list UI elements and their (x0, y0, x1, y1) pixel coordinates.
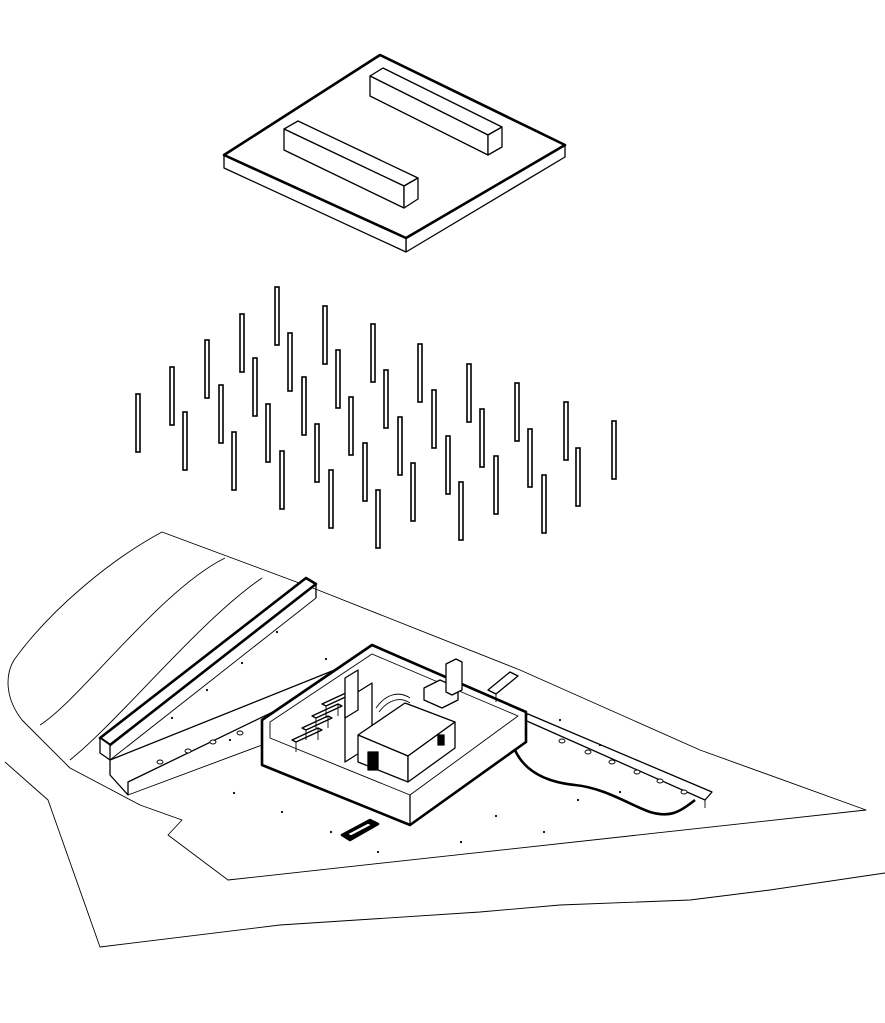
column-9 (252, 357, 258, 417)
ground-marker-5 (170, 716, 174, 720)
column-11 (466, 363, 472, 423)
column-22 (231, 431, 237, 491)
column-27 (279, 450, 285, 510)
column-24 (397, 416, 403, 476)
column-18 (265, 403, 271, 463)
chimney-stack (445, 658, 463, 696)
retaining-wall-diagonal-base (109, 597, 317, 761)
spiral-stair (375, 693, 411, 709)
ground-marker-1 (275, 630, 279, 634)
curved-garden-edge (510, 741, 696, 816)
column-20 (431, 389, 437, 449)
column-14 (301, 376, 307, 436)
column-33 (493, 455, 499, 515)
column-34 (575, 447, 581, 507)
column-7 (417, 343, 423, 403)
wall-lamp-8 (633, 769, 641, 775)
wall-lamp-3 (209, 739, 217, 745)
ground-marker-11 (494, 814, 498, 818)
wall-lamp-7 (608, 759, 616, 765)
column-19 (348, 396, 354, 456)
column-36 (458, 481, 464, 541)
door-frame-back (344, 669, 359, 719)
column-5 (204, 339, 210, 399)
column-37 (541, 474, 547, 534)
ground-marker-9 (376, 850, 380, 854)
site-boundary-terrace (7, 531, 867, 881)
ground-marker-4 (205, 688, 209, 692)
ground-marker-8 (329, 830, 333, 834)
ground-marker-10 (459, 840, 463, 844)
core-door (367, 751, 379, 771)
retaining-wall-right (519, 713, 713, 801)
wall-lamp-10 (680, 789, 688, 795)
column-31 (328, 469, 334, 529)
column-17 (182, 411, 188, 471)
ground-marker-15 (228, 738, 232, 742)
wall-lamp-5 (558, 738, 566, 744)
column-8 (169, 366, 175, 426)
skylight-front-side (403, 177, 419, 209)
slope-contour-2 (69, 577, 263, 761)
wall-lamp-6 (584, 749, 592, 755)
ground-marker-2 (324, 657, 328, 661)
wall-lamp-2 (184, 748, 192, 754)
column-30 (527, 428, 533, 488)
column-2 (239, 313, 245, 373)
wall-lamp-9 (656, 778, 664, 784)
column-25 (479, 408, 485, 468)
column-15 (383, 369, 389, 429)
column-6 (287, 332, 293, 392)
column-13 (218, 384, 224, 444)
building-floor-inner (269, 653, 519, 796)
skylight-back-side (487, 126, 503, 156)
wall-lamp-1 (156, 759, 164, 765)
column-10 (335, 349, 341, 409)
skylight-slot-right (487, 671, 519, 695)
column-21 (563, 401, 569, 461)
column-32 (410, 462, 416, 522)
ground-marker-6 (232, 791, 236, 795)
column-35 (375, 489, 381, 549)
roof-layer (222, 53, 567, 253)
column-4 (370, 323, 376, 383)
floor-grate-inner (346, 822, 373, 837)
slope-contour-1 (39, 557, 226, 726)
ground-marker-13 (576, 798, 580, 802)
ground-marker-16 (558, 718, 562, 722)
ground-marker-17 (598, 743, 602, 747)
site-boundary-outer (4, 761, 885, 948)
ground-marker-7 (280, 810, 284, 814)
spiral-stair-inner (378, 699, 411, 713)
column-23 (314, 423, 320, 483)
wall-lamp-4 (236, 730, 244, 736)
column-16 (514, 382, 520, 442)
column-grid-layer (135, 286, 617, 549)
column-29 (445, 435, 451, 495)
column-26 (611, 420, 617, 480)
roof-slab-top (222, 53, 567, 240)
column-28 (362, 442, 368, 502)
ground-marker-3 (240, 661, 244, 665)
core-window (437, 734, 445, 746)
ground-marker-12 (542, 830, 546, 834)
site-layer (4, 531, 885, 948)
ground-markers (170, 630, 622, 854)
column-1 (274, 286, 280, 346)
entry-wall-base (127, 744, 263, 796)
column-3 (322, 305, 328, 365)
column-12 (135, 393, 141, 453)
ground-marker-14 (618, 790, 622, 794)
wall-lamps (156, 730, 688, 795)
